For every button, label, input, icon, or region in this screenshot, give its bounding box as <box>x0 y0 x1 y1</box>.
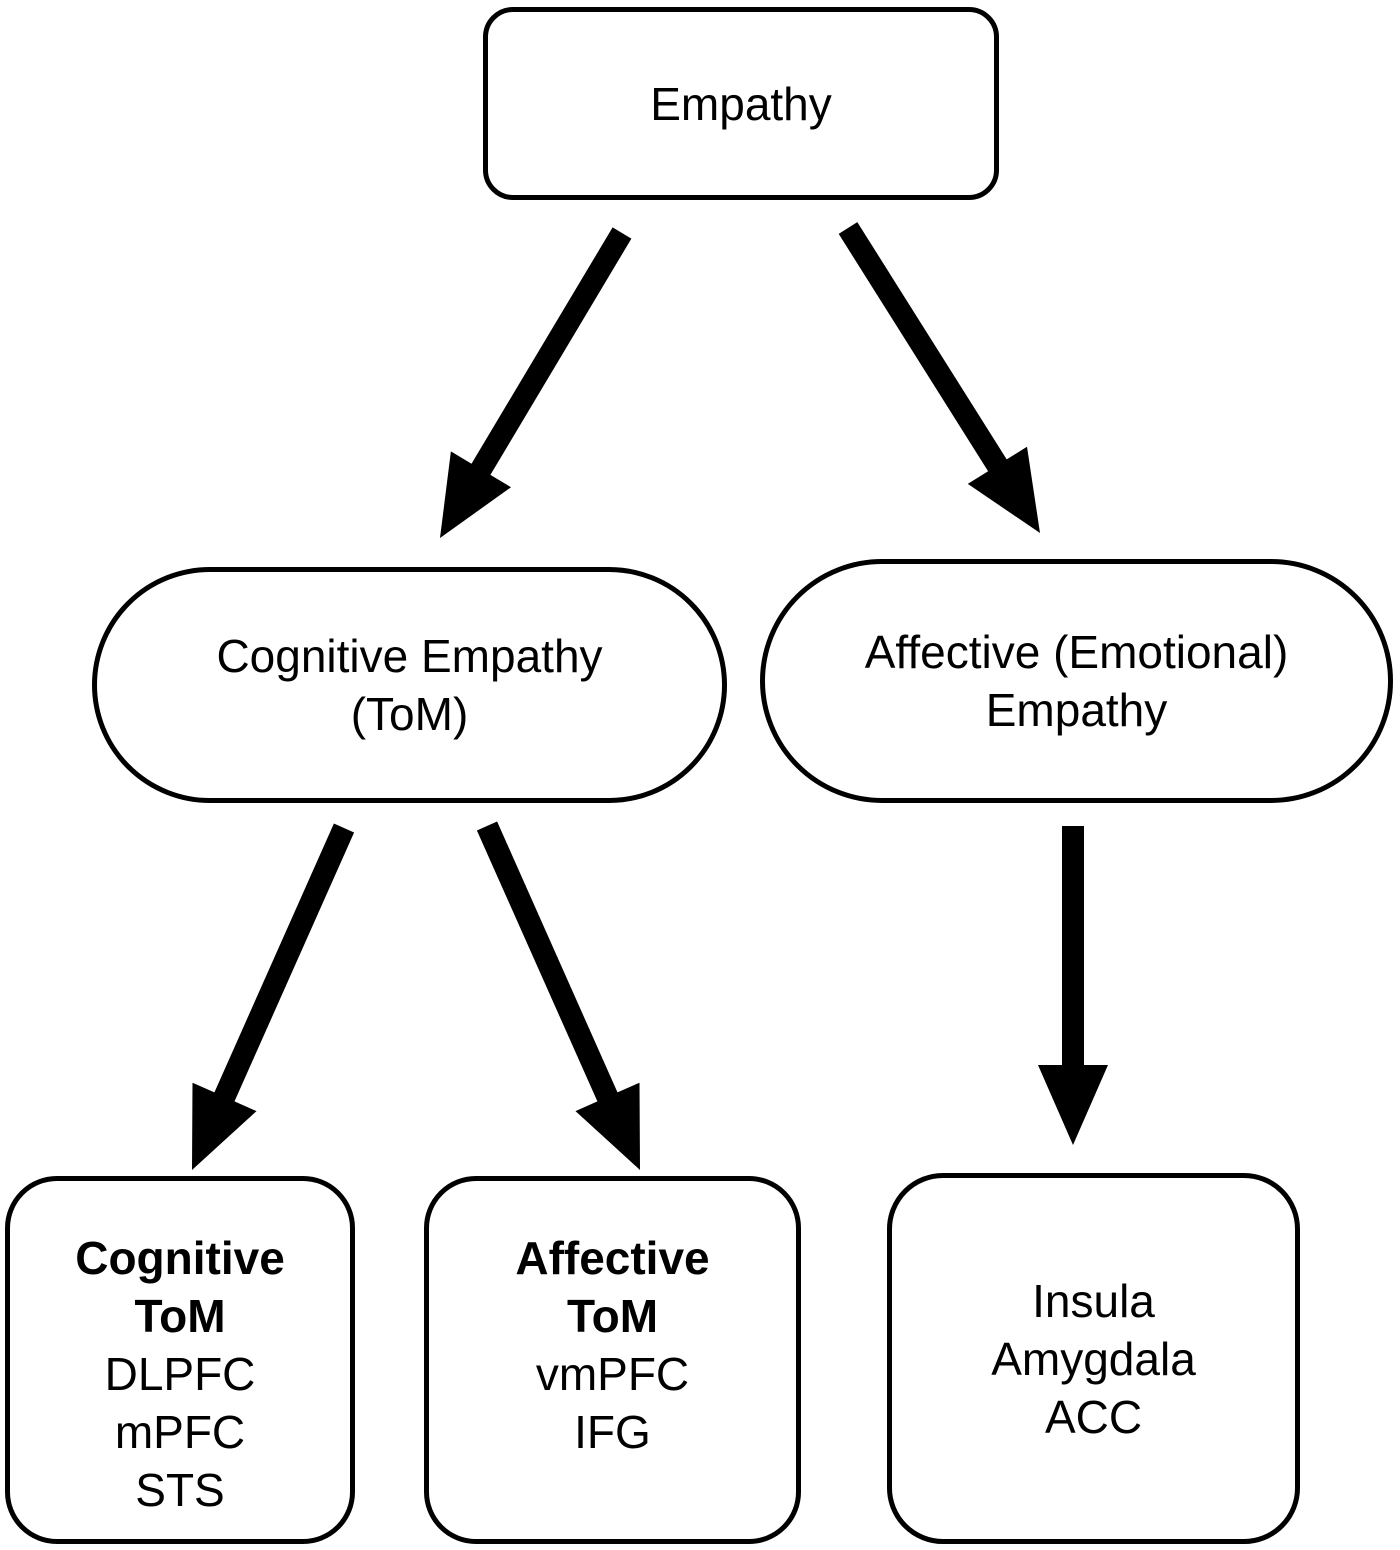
region-amygdala: Amygdala <box>991 1332 1196 1385</box>
emotional-regions-node: Insula Amygdala ACC <box>887 1173 1300 1544</box>
cognitive-empathy-line-2: (ToM) <box>350 688 469 740</box>
cognitive-tom-title-2: ToM <box>134 1290 226 1342</box>
cognitive-empathy-node: Cognitive Empathy (ToM) <box>92 567 727 803</box>
empathy-node: Empathy <box>483 7 999 200</box>
region-dlpfc: DLPFC <box>104 1348 256 1400</box>
arrow-affective-to-emotional-regions <box>1038 826 1108 1145</box>
region-acc: ACC <box>1044 1390 1143 1443</box>
affective-tom-node: Affective ToM vmPFC IFG <box>424 1176 801 1544</box>
affective-empathy-line-2: Empathy <box>985 684 1168 736</box>
affective-tom-title-2: ToM <box>566 1290 659 1342</box>
region-insula: Insula <box>1032 1274 1155 1327</box>
cognitive-empathy-line-1: Cognitive Empathy <box>216 630 603 682</box>
arrow-empathy-to-affective <box>838 222 1040 533</box>
affective-empathy-line-1: Affective (Emotional) <box>864 626 1289 678</box>
region-ifg: IFG <box>574 1406 651 1458</box>
cognitive-tom-node: Cognitive ToM DLPFC mPFC STS <box>5 1176 355 1544</box>
region-vmpfc: vmPFC <box>535 1348 690 1400</box>
cognitive-tom-title-1: Cognitive <box>75 1232 285 1284</box>
arrow-cognitive-to-cognitive-tom <box>192 823 355 1170</box>
arrow-empathy-to-cognitive <box>440 227 632 538</box>
empathy-label: Empathy <box>650 77 832 130</box>
arrow-cognitive-to-affective-tom <box>476 821 640 1170</box>
affective-empathy-node: Affective (Emotional) Empathy <box>760 559 1393 803</box>
region-sts: STS <box>135 1464 225 1516</box>
affective-tom-title-1: Affective <box>515 1232 710 1284</box>
region-mpfc: mPFC <box>114 1406 246 1458</box>
